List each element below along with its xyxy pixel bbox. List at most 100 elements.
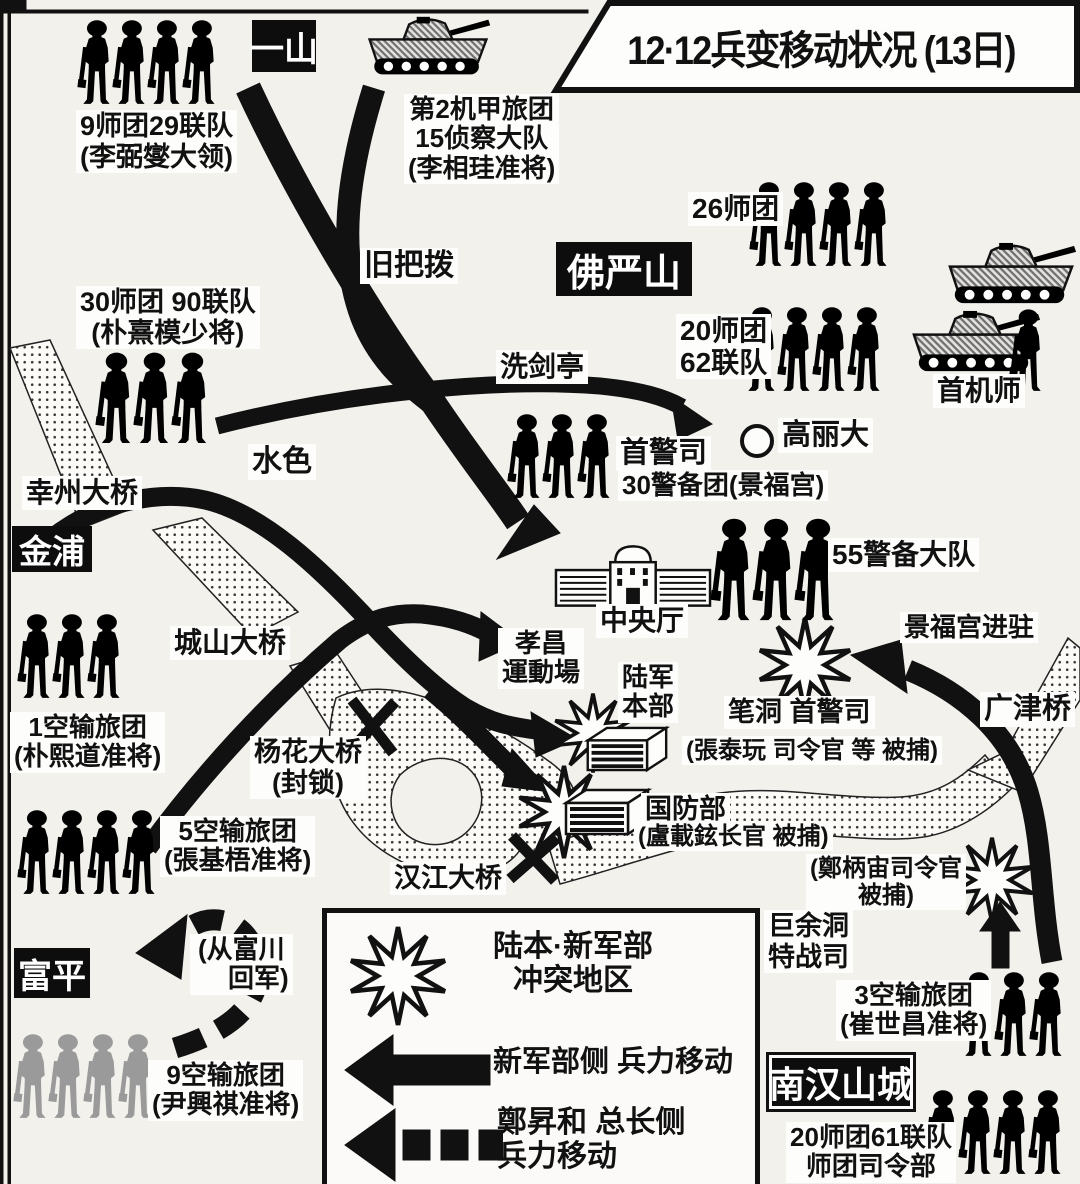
- text: (盧載鉉长官 被捕): [638, 823, 829, 850]
- unit-label-capital-mech: 首机师: [933, 374, 1026, 408]
- unit-label-9div: 9师团29联队 (李弼燮大领): [76, 110, 238, 173]
- place-label-yanghwa-bridge: 杨花大桥 (封锁): [250, 736, 366, 799]
- unit-label-20div61: 20师团61联队 师团司令部: [786, 1122, 956, 1183]
- unit-label-3abn: 3空输旅团 (崔世昌准将): [836, 980, 992, 1041]
- x-mark-hangang: [506, 832, 561, 885]
- unit-label-26div: 26师团: [688, 192, 784, 226]
- unit-label-capital-garrison-1: 首警司: [616, 436, 712, 471]
- place-label-segeomjeong: 洗剑亭: [496, 350, 589, 384]
- unit-name: 30师团 90联队: [80, 287, 256, 317]
- arrowhead-city-hall: [495, 504, 561, 561]
- text: 鄭昇和 总长侧: [497, 1106, 686, 1139]
- place-label-seongsan-bridge: 城山大桥: [170, 626, 291, 660]
- place-label-goryeodae: 高丽大: [778, 418, 874, 453]
- text: 陆本·新军部: [493, 930, 653, 963]
- text: 幸州大桥: [26, 477, 139, 508]
- soldier-icon: [993, 1090, 1026, 1174]
- text-2: 運動場: [502, 657, 581, 688]
- soldier-icon: [17, 614, 50, 698]
- text-2: 兵力移动: [497, 1139, 617, 1173]
- unit-commander: (朴熙道准将): [14, 741, 162, 772]
- unit-name: 9空输旅团: [166, 1060, 285, 1090]
- arrow-5abn: [140, 604, 495, 854]
- text-2: 回军): [228, 963, 289, 994]
- legend-solid-arrow-icon: [344, 1034, 491, 1106]
- text: (鄭柄宙司令官: [810, 855, 962, 882]
- text: 巨余洞: [768, 911, 849, 941]
- unit-commander: (李弼燮大领): [80, 141, 234, 172]
- soldier-icon: [52, 614, 85, 698]
- text: (从富川: [198, 934, 285, 964]
- arrow-2mech: [336, 84, 446, 418]
- soldier-group-9div: [77, 16, 220, 114]
- text-2: 特战司: [768, 941, 849, 972]
- river-band-seongsan: [151, 517, 300, 637]
- unit-name-2: 62联队: [680, 346, 768, 378]
- arrowhead-gyeongbok: [849, 639, 908, 695]
- unit-commander: (尹興祺准将): [152, 1089, 300, 1120]
- soldier-icon: [1029, 972, 1062, 1056]
- soldier-icon: [171, 352, 207, 443]
- unit-name: 55警备大队: [832, 539, 976, 570]
- soldier-icon: [48, 1034, 81, 1118]
- text: 杨花大桥: [254, 737, 362, 767]
- soldier-group-5abn: [17, 806, 160, 904]
- note-jeong-byeongju-captured: (鄭柄宙司令官 被捕): [806, 854, 966, 911]
- text: 高丽大: [782, 419, 870, 451]
- unit-label-1abn: 1空输旅团 (朴熙道准将): [10, 712, 166, 773]
- soldier-icon: [77, 20, 110, 104]
- note-jang-taewan-captured: (張泰玩 司令官 等 被捕): [682, 736, 942, 766]
- legend-box: 陆本·新军部 冲突地区 新军部侧 兵力移动 鄭昇和 总长侧 兵力移动: [322, 908, 760, 1184]
- place-label: 金浦: [19, 533, 85, 570]
- text: 笔洞 首警司: [728, 697, 871, 727]
- goryeodae-circle-marker: [740, 424, 774, 458]
- text-2: 冲突地区: [513, 963, 633, 997]
- arrow-3abn-shaft: [991, 927, 1010, 969]
- unit-label-30div: 30师团 90联队 (朴熹模少将): [76, 286, 260, 349]
- place-box-ilsan: 一山: [250, 20, 318, 72]
- place-label-susaek: 水色: [248, 444, 316, 480]
- unit-name: 首机师: [937, 375, 1022, 406]
- place-label-haengju-bridge: 幸州大桥: [22, 476, 143, 510]
- place-label: 一山: [250, 30, 318, 69]
- soldier-icon: [133, 352, 169, 443]
- text-2: (封锁): [272, 767, 344, 798]
- unit-name: 3空输旅团: [854, 980, 973, 1010]
- text: 陆军: [622, 662, 675, 692]
- soldier-icon: [994, 972, 1027, 1056]
- page-title: 12·12兵变移动状况 (13日): [627, 29, 1016, 73]
- legend-dashed-arrow-icon: [344, 1108, 503, 1182]
- soldier-icon: [1028, 1090, 1061, 1174]
- soldier-icon: [17, 810, 50, 894]
- text: 中央厅: [600, 605, 685, 636]
- arrow-30div: [214, 375, 687, 435]
- soldier-icon: [507, 414, 540, 498]
- unit-commander: (張基梧准将): [164, 845, 312, 876]
- legend-clash-text: 陆本·新军部 冲突地区: [489, 929, 657, 999]
- soldier-group-capital-garrison: [507, 410, 615, 508]
- unit-label-20div62: 20师团 62联队: [676, 314, 772, 380]
- soldier-icon: [112, 20, 145, 104]
- text-2: 被捕): [858, 882, 914, 910]
- capitol-building-icon: [554, 545, 712, 607]
- arrowhead-9abn-return: [135, 913, 188, 980]
- arrow-gyeongbok-entry: [903, 660, 1063, 964]
- unit-name-2: 师团司令部: [805, 1151, 936, 1182]
- legend-dashed-arrow-text: 鄭昇和 总长侧 兵力移动: [493, 1105, 689, 1175]
- unit-name-2: 15侦察大队: [415, 123, 549, 154]
- arrowhead-goryeodae: [670, 394, 714, 441]
- site-label-army-hq: 陆军 本部: [618, 662, 679, 723]
- page-frame-lines: [0, 0, 589, 1184]
- text: 景福宫进驻: [904, 612, 1035, 642]
- tank-icon-2mech: [368, 15, 492, 76]
- place-label: 南汉山城: [769, 1064, 914, 1105]
- text: 孝昌: [515, 628, 568, 658]
- text: 洗剑亭: [500, 351, 585, 382]
- arrow-1abn-branch: [424, 682, 519, 775]
- arrow-9abn-return-dashed: [171, 909, 269, 1059]
- soldier-icon: [958, 1090, 991, 1174]
- text: 城山大桥: [174, 627, 287, 658]
- unit-label-2mech: 第2机甲旅团 15侦察大队 (李相珪准将): [404, 94, 560, 185]
- text: 新军部侧 兵力移动: [493, 1046, 734, 1078]
- unit-name: 第2机甲旅团: [409, 94, 554, 124]
